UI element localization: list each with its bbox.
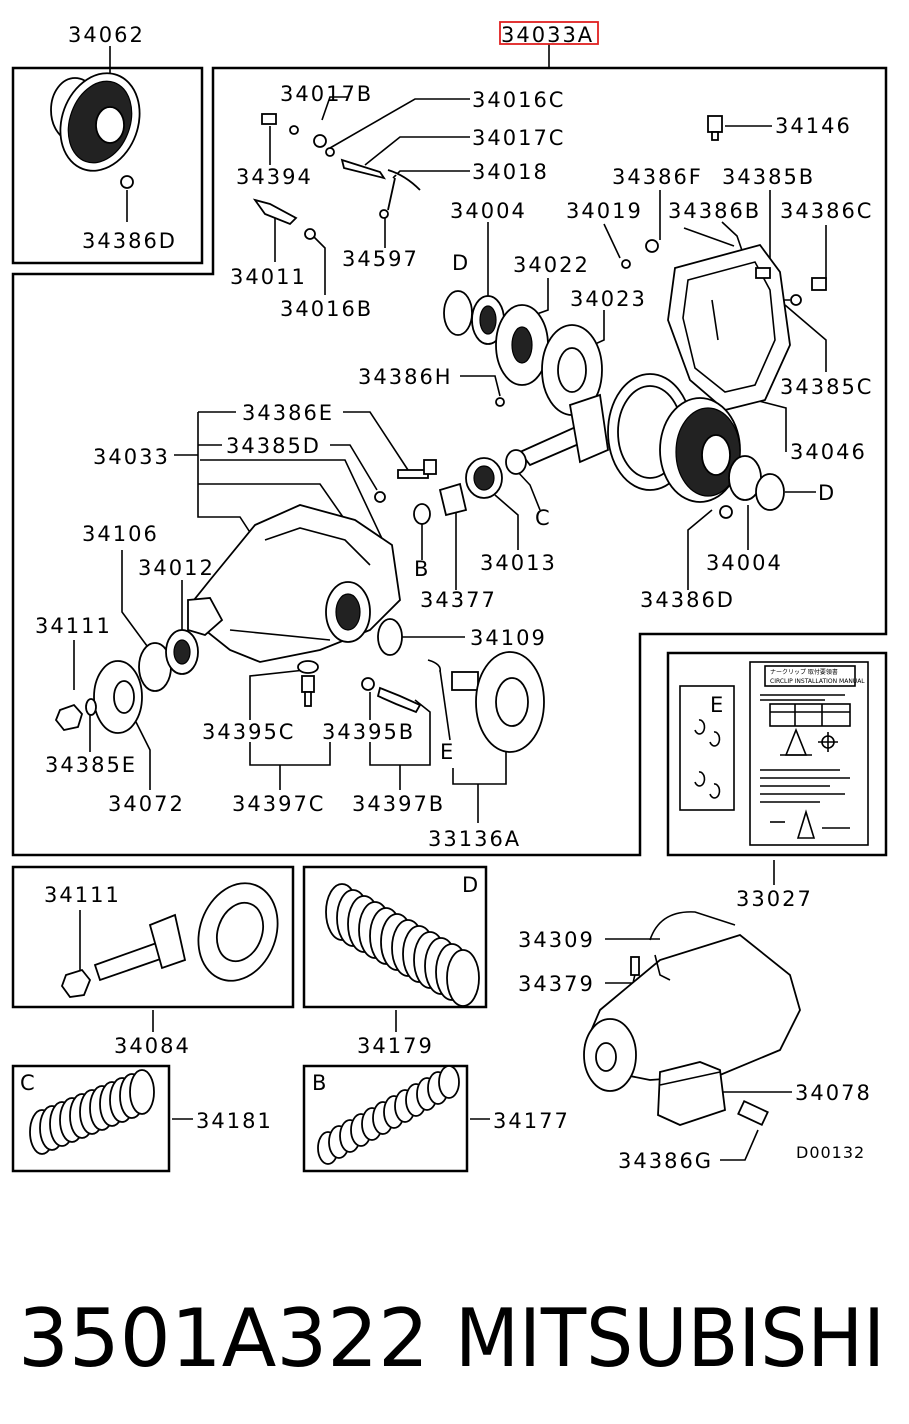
label-34033a[interactable]: 34033A xyxy=(501,23,594,47)
label-34397b[interactable]: 34397B xyxy=(352,792,445,816)
label-34111-bot[interactable]: 34111 xyxy=(44,883,121,907)
label-34033[interactable]: 34033 xyxy=(93,445,170,469)
label-e-mid[interactable]: E xyxy=(440,740,455,764)
label-34017c[interactable]: 34017C xyxy=(472,126,565,150)
label-33136a[interactable]: 33136A xyxy=(428,827,521,851)
frame-main-assembly xyxy=(11,66,888,857)
label-34397c[interactable]: 34397C xyxy=(232,792,325,816)
frame-shim-set-b xyxy=(302,1064,469,1173)
label-34394[interactable]: 34394 xyxy=(236,165,313,189)
label-34013[interactable]: 34013 xyxy=(480,551,557,575)
label-34046[interactable]: 34046 xyxy=(790,440,867,464)
label-34023[interactable]: 34023 xyxy=(570,287,647,311)
label-34179[interactable]: 34179 xyxy=(357,1034,434,1058)
label-33027[interactable]: 33027 xyxy=(736,887,813,911)
label-34019[interactable]: 34019 xyxy=(566,199,643,223)
manual-title-jp: ナークリップ 取付要領書 xyxy=(770,668,838,676)
label-34018[interactable]: 34018 xyxy=(472,160,549,184)
companion-flange-drawing xyxy=(54,629,199,734)
label-34395b[interactable]: 34395B xyxy=(322,720,415,744)
label-34385d[interactable]: 34385D xyxy=(226,434,321,458)
label-34111-top[interactable]: 34111 xyxy=(35,614,112,638)
label-34385b[interactable]: 34385B xyxy=(722,165,815,189)
label-34004-top[interactable]: 34004 xyxy=(450,199,527,223)
label-b-mid[interactable]: B xyxy=(414,557,430,581)
assembled-differential-drawing xyxy=(583,911,801,1127)
shim-stack-b-drawing xyxy=(317,1065,460,1165)
label-34004-bot[interactable]: 34004 xyxy=(706,551,783,575)
drive-flange-drawing xyxy=(427,651,545,753)
label-34385e[interactable]: 34385E xyxy=(45,753,137,777)
label-34386d-top[interactable]: 34386D xyxy=(82,229,177,253)
label-c-box[interactable]: C xyxy=(20,1071,37,1095)
shim-ring xyxy=(438,1065,460,1099)
shim-stack-d-drawing xyxy=(325,883,480,1007)
shim-ring xyxy=(129,1069,155,1115)
label-34012[interactable]: 34012 xyxy=(138,556,215,580)
label-e-box[interactable]: E xyxy=(710,693,725,717)
label-34072[interactable]: 34072 xyxy=(108,792,185,816)
label-34386f[interactable]: 34386F xyxy=(612,165,703,189)
footer-brand: MITSUBISHI xyxy=(455,1292,885,1385)
rear-cover-drawing xyxy=(621,239,827,411)
label-34016b[interactable]: 34016B xyxy=(280,297,373,321)
label-d-box[interactable]: D xyxy=(462,873,480,897)
label-34395c[interactable]: 34395C xyxy=(202,720,295,744)
frame-differential-case xyxy=(11,66,204,265)
highlight-box xyxy=(499,21,599,45)
label-34386d-bot[interactable]: 34386D xyxy=(640,588,735,612)
label-c-mid[interactable]: C xyxy=(535,506,552,530)
label-34177[interactable]: 34177 xyxy=(493,1109,570,1133)
label-34078[interactable]: 34078 xyxy=(795,1081,872,1105)
label-34062[interactable]: 34062 xyxy=(68,23,145,47)
label-b-box[interactable]: B xyxy=(312,1071,328,1095)
label-34016c[interactable]: 34016C xyxy=(472,88,565,112)
label-34017b[interactable]: 34017B xyxy=(280,82,373,106)
label-34386b[interactable]: 34386B xyxy=(668,199,761,223)
label-34106[interactable]: 34106 xyxy=(82,522,159,546)
diagram-code: D00132 xyxy=(796,1143,865,1162)
shim-stack-c-drawing xyxy=(29,1069,155,1155)
label-d-left[interactable]: D xyxy=(452,251,470,275)
side-bearing-drawing xyxy=(443,290,603,416)
circlip-manual-drawing: ナークリップ 取付要領書 CIRCLIP INSTALLATION MANUAL xyxy=(679,661,869,846)
differential-case-drawing xyxy=(50,72,141,189)
frame-gear-set xyxy=(11,865,295,1009)
frame-circlip-manual xyxy=(666,651,888,857)
label-34386g[interactable]: 34386G xyxy=(618,1149,713,1173)
label-34022[interactable]: 34022 xyxy=(513,253,590,277)
label-34146[interactable]: 34146 xyxy=(775,114,852,138)
mount-bolts-drawing xyxy=(297,660,422,714)
label-34181[interactable]: 34181 xyxy=(196,1109,273,1133)
label-34377[interactable]: 34377 xyxy=(420,588,497,612)
label-34385c[interactable]: 34385C xyxy=(780,375,873,399)
pinion-ring-gear-drawing xyxy=(518,373,785,519)
pinion-bearing-drawing xyxy=(374,449,527,525)
footer-part-number: 3501A322 xyxy=(18,1292,429,1385)
label-34011[interactable]: 34011 xyxy=(230,265,307,289)
label-d-right[interactable]: D xyxy=(818,481,836,505)
label-34386c[interactable]: 34386C xyxy=(780,199,873,223)
carrier-housing-drawing xyxy=(187,504,403,663)
frame-shim-set-d xyxy=(302,865,488,1009)
gear-set-drawing xyxy=(60,882,279,998)
shim-ring xyxy=(446,949,480,1007)
label-34597[interactable]: 34597 xyxy=(342,247,419,271)
manual-title-en: CIRCLIP INSTALLATION MANUAL xyxy=(770,678,865,685)
breather-plug-drawing xyxy=(707,115,723,141)
label-34109[interactable]: 34109 xyxy=(470,626,547,650)
frame-shim-set-c xyxy=(11,1064,171,1173)
label-34386h[interactable]: 34386H xyxy=(358,365,453,389)
breather-hardware-drawing xyxy=(252,113,421,240)
label-34084[interactable]: 34084 xyxy=(114,1034,191,1058)
part-labels: 34062 34386D 34033A 34017B 34016C 34017C… xyxy=(20,23,873,1173)
label-34309[interactable]: 34309 xyxy=(518,928,595,952)
label-34379[interactable]: 34379 xyxy=(518,972,595,996)
label-34386e[interactable]: 34386E xyxy=(242,401,334,425)
